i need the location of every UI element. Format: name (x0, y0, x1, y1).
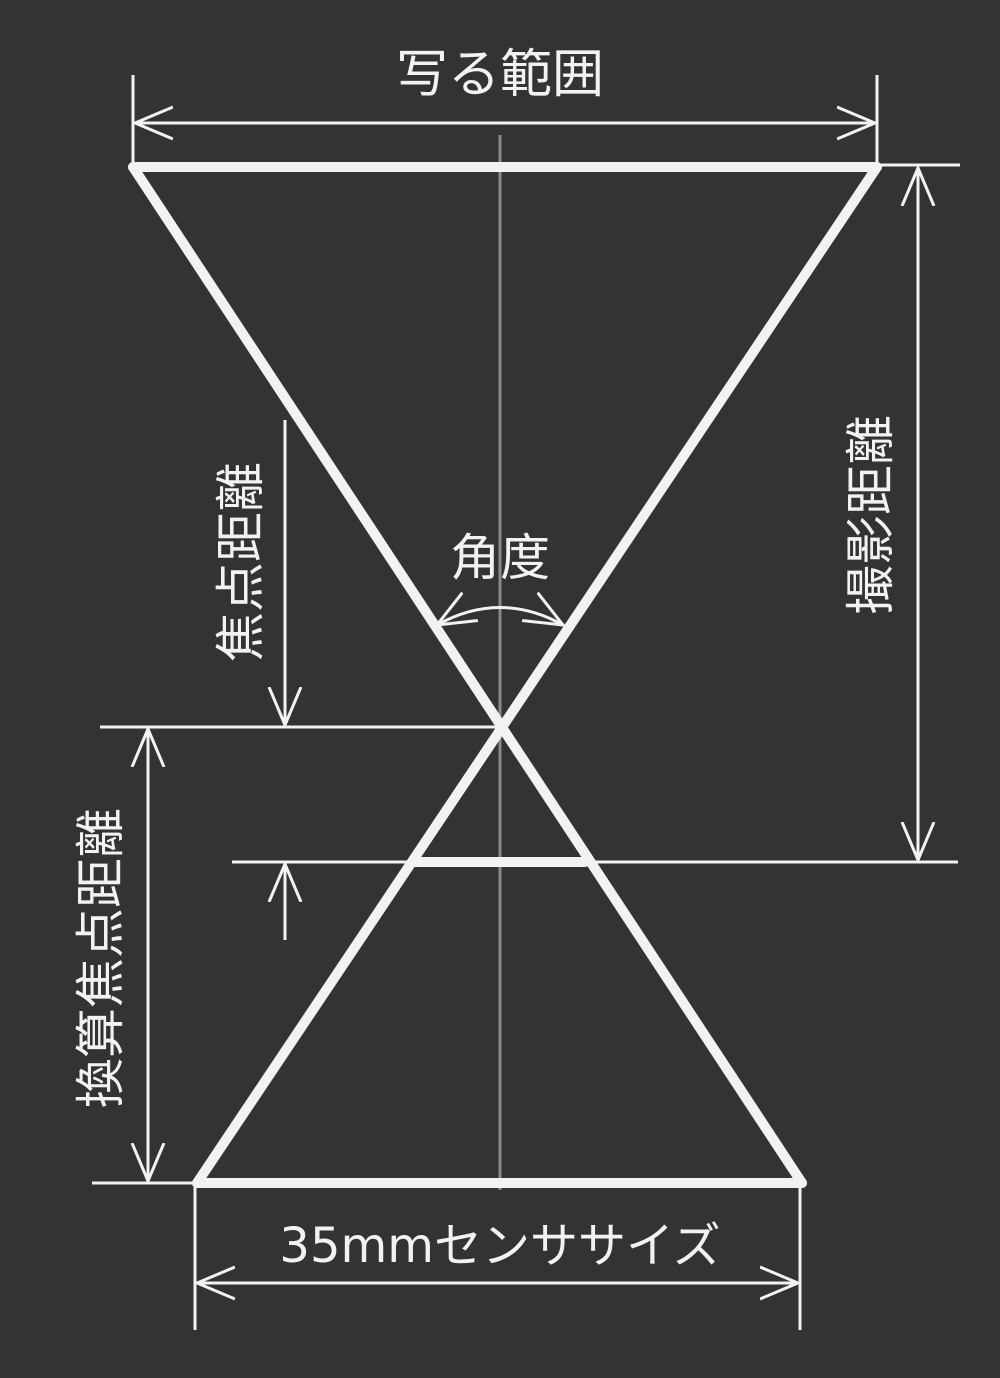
focal-length-label: 焦点距離 (212, 462, 270, 662)
field-of-view-label: 写る範囲 (396, 45, 604, 105)
sensor-size-label: 35mmセンササイズ (279, 1218, 720, 1274)
angle-arc (437, 608, 563, 626)
equivalent-focal-length-label: 換算焦点距離 (72, 808, 130, 1108)
angle-label: 角度 (450, 529, 550, 587)
ray-right (192, 162, 882, 1188)
shooting-distance-label: 撮影距離 (842, 415, 900, 615)
ray-left (128, 162, 807, 1188)
